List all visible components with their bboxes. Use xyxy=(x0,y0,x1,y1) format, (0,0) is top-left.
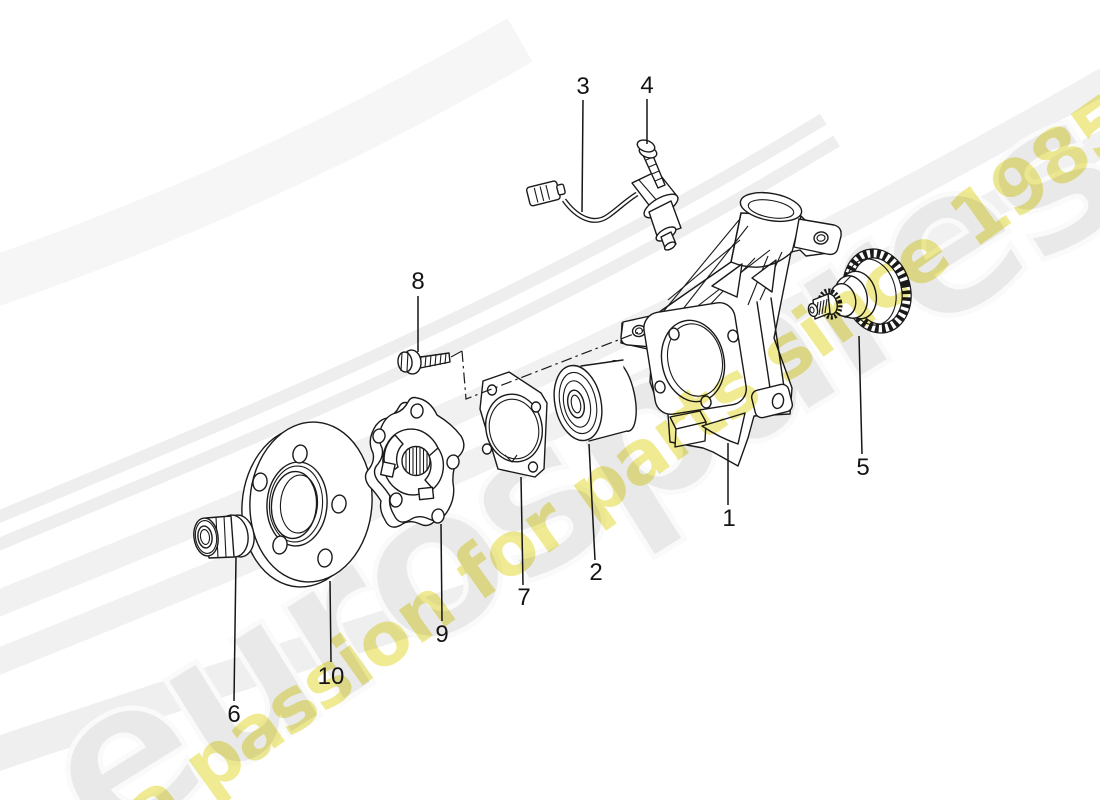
callout-label-5: 5 xyxy=(856,454,869,481)
hub-lobe-holes xyxy=(372,403,460,524)
callout-label-8: 8 xyxy=(411,268,424,295)
callout-7: 7 xyxy=(517,476,531,611)
callout-label-3: 3 xyxy=(576,73,589,100)
disc-bolt-holes xyxy=(252,444,347,568)
callouts: 1 2 3 4 5 6 7 8 xyxy=(227,72,869,728)
bearing-retainer-plate xyxy=(479,371,548,478)
wheel-bearing xyxy=(553,359,637,442)
callout-3: 3 xyxy=(576,73,590,213)
assembly-axis-line xyxy=(450,329,645,400)
plate-holes xyxy=(481,384,542,473)
wheel-carrier-knuckle xyxy=(620,191,842,467)
callout-label-4: 4 xyxy=(640,72,653,99)
sensor-screw xyxy=(636,139,666,189)
abs-speed-sensor xyxy=(525,170,682,251)
callout-1: 1 xyxy=(722,443,736,532)
flange-holes xyxy=(654,327,739,409)
callout-5: 5 xyxy=(856,335,870,481)
callout-label-7: 7 xyxy=(517,584,530,611)
watermark-brand-text: eurospares xyxy=(0,49,1100,800)
callout-10: 10 xyxy=(318,580,345,690)
callout-label-10: 10 xyxy=(318,663,345,690)
callout-8: 8 xyxy=(411,268,425,352)
callout-9: 9 xyxy=(435,523,449,648)
callout-label-2: 2 xyxy=(589,559,602,586)
retainer-screw xyxy=(397,349,451,375)
callout-label-9: 9 xyxy=(435,621,448,648)
callout-6: 6 xyxy=(227,556,241,728)
callout-label-6: 6 xyxy=(227,701,240,728)
wheel-hub xyxy=(364,396,465,528)
callout-2: 2 xyxy=(588,443,603,586)
abs-ring-gear xyxy=(807,248,912,334)
callout-label-1: 1 xyxy=(722,505,735,532)
callout-4: 4 xyxy=(640,72,654,144)
spline-hatching xyxy=(405,447,428,475)
hub-nut xyxy=(193,514,255,559)
brake-disc-spacer xyxy=(241,421,373,588)
